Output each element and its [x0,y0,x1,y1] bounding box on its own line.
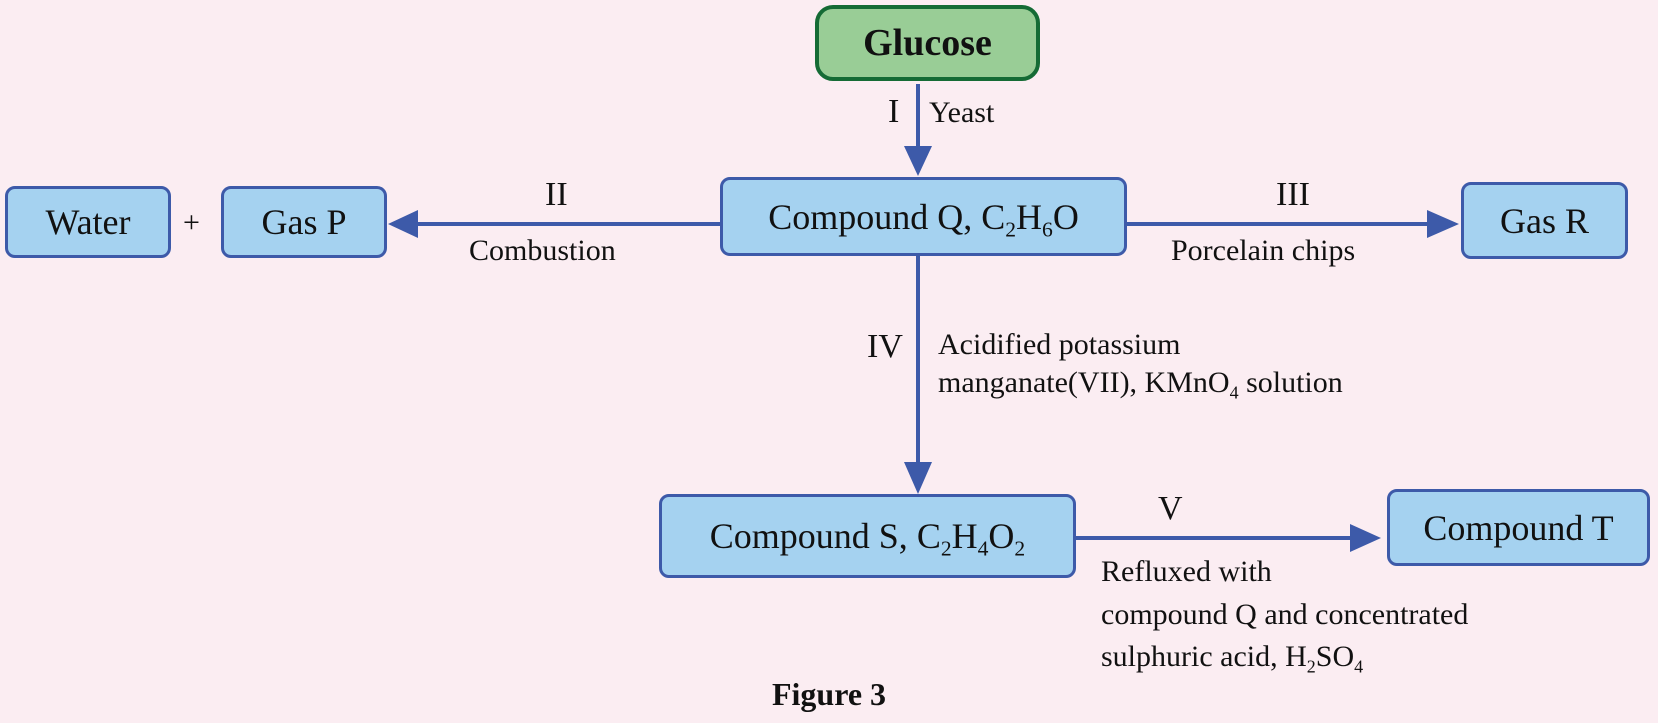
formula-subscript: 2 [1014,536,1026,561]
node-glucose-label: Glucose [863,22,992,64]
formula-subscript: 6 [1042,217,1053,242]
step-ii-condition: Combustion [469,234,616,267]
node-compound-t-label: Compound T [1423,507,1614,548]
node-compound-q: Compound Q, C2H6O [720,177,1127,256]
step-iv-line1: Acidified potassium [938,328,1181,361]
node-gas-r-label: Gas R [1500,200,1589,241]
node-glucose: Glucose [815,5,1040,81]
node-compound-s-label: Compound S, C2H4O2 [709,516,1026,561]
node-gas-p: Gas P [221,186,387,258]
step-v-line1: Refluxed with [1101,555,1272,588]
formula-subscript: 2 [940,536,952,561]
compound-q-formula: C2H6O [981,196,1079,240]
step-iv-line2: manganate(VII), KMnO4 solution [938,365,1343,402]
node-compound-q-label: Compound Q, C2H6O [768,196,1079,242]
step-iv-condition: Acidified potassium manganate(VII), KMnO… [938,326,1343,401]
step-iii-numeral: III [1276,176,1310,213]
formula-subscript: 2 [1005,217,1017,242]
arrowhead-step-v [1350,524,1381,552]
arrowhead-step-ii [388,210,418,238]
arrowhead-step-iv [904,462,932,494]
formula-subscript: 4 [977,536,989,561]
formula-symbol: H [951,516,978,556]
figure-caption: Figure 3 [771,676,887,712]
step-iii-condition: Porcelain chips [1171,234,1356,267]
formula-symbol: O [1052,196,1079,237]
node-water: Water [5,186,171,258]
step-v-condition: Refluxed with compound Q and concentrate… [1101,551,1468,679]
node-compound-t: Compound T [1387,489,1650,566]
node-compound-s: Compound S, C2H4O2 [659,494,1076,578]
step-ii-numeral: II [545,176,568,213]
step-i-condition: Yeast [929,96,995,129]
step-v-line3: sulphuric acid, H2SO4 [1101,640,1364,677]
node-gas-p-label: Gas P [261,202,347,242]
plus-sign: + [183,206,200,239]
node-gas-r: Gas R [1461,182,1628,259]
formula-symbol: C [981,196,1006,237]
formula-symbol: C [916,516,941,556]
compound-s-formula: C2H4O2 [916,516,1025,559]
arrowhead-step-iii [1427,210,1459,238]
node-water-label: Water [45,202,131,242]
step-v-numeral: V [1158,490,1183,527]
formula-symbol: H [1016,196,1043,237]
arrowhead-step-i [904,146,932,176]
step-v-line2: compound Q and concentrated [1101,597,1469,631]
step-i-numeral: I [888,93,900,130]
step-iv-numeral: IV [867,328,903,365]
formula-symbol: O [988,516,1015,556]
